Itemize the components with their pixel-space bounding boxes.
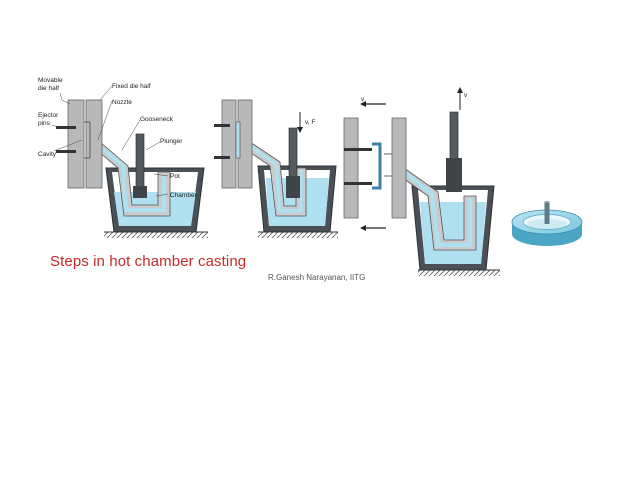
fixed-die-half bbox=[391, 117, 407, 219]
label-v-left: v bbox=[361, 96, 365, 103]
movable-die-half bbox=[343, 117, 359, 219]
label-v-f: v, F bbox=[305, 119, 315, 126]
ejector-pin-bottom bbox=[344, 182, 372, 185]
credit: R.Ganesh Narayanan, IITG bbox=[268, 273, 366, 282]
cavity bbox=[84, 121, 91, 159]
gooseneck bbox=[399, 167, 477, 251]
ejector-pin-bottom bbox=[214, 156, 230, 159]
cast-part-illustration bbox=[511, 201, 583, 246]
label-plunger: Plunger bbox=[160, 138, 183, 145]
leader-cavity bbox=[53, 139, 83, 152]
label-movable-die-half: Movable die half bbox=[38, 77, 64, 92]
sprue bbox=[544, 202, 550, 224]
leader-gooseneck bbox=[121, 119, 141, 151]
ground-hatch bbox=[104, 232, 208, 238]
gooseneck-metal bbox=[249, 144, 303, 213]
movable-die-half bbox=[67, 99, 85, 189]
label-fixed-die-half: Fixed die half bbox=[112, 83, 151, 90]
gooseneck-metal bbox=[402, 170, 472, 247]
plunger bbox=[449, 111, 459, 161]
leader-nozzle bbox=[97, 100, 113, 141]
plunger-head bbox=[133, 186, 147, 198]
die-cavity-edges bbox=[384, 153, 392, 177]
plunger-arrowhead bbox=[297, 127, 303, 133]
leader-movable bbox=[59, 92, 71, 105]
die-open-arrowhead-top bbox=[360, 101, 366, 107]
label-gooseneck: Gooseneck bbox=[140, 116, 174, 123]
gooseneck bbox=[93, 141, 171, 217]
leader-pot bbox=[153, 173, 169, 177]
label-cavity: Cavity bbox=[38, 151, 57, 158]
plunger-up-arrowhead bbox=[457, 87, 463, 93]
caption: Steps in hot chamber casting bbox=[50, 253, 247, 270]
step-2-diagram: v, F bbox=[214, 99, 338, 238]
label-nozzle: Nozzle bbox=[112, 99, 132, 106]
ejector-pin-top bbox=[214, 124, 230, 127]
gooseneck-metal bbox=[101, 147, 166, 212]
plunger bbox=[288, 127, 298, 185]
sprue-top bbox=[544, 201, 550, 203]
leader-plunger bbox=[145, 141, 161, 151]
ejected-casting bbox=[372, 142, 382, 190]
leader-chamber bbox=[155, 193, 169, 197]
plunger bbox=[135, 133, 145, 193]
ground-hatch bbox=[418, 270, 500, 276]
ejector-pin-bottom bbox=[56, 150, 76, 153]
step-3-diagram: v v bbox=[343, 87, 500, 276]
label-chamber: Chamber bbox=[170, 192, 198, 199]
label-ejector-pins: Ejector pins bbox=[38, 112, 60, 127]
fixed-die-half bbox=[85, 99, 103, 189]
leader-ejector bbox=[51, 124, 59, 128]
step-1-diagram: Movable die half Fixed die half Nozzle E… bbox=[38, 77, 208, 238]
ejector-pin-top bbox=[56, 126, 76, 129]
filled-cavity bbox=[235, 121, 241, 159]
label-v-up: v bbox=[464, 92, 468, 99]
leader-fixed bbox=[99, 85, 113, 101]
plunger-head bbox=[446, 158, 462, 192]
movable-die-half bbox=[221, 99, 237, 189]
plunger-head bbox=[286, 176, 300, 198]
label-pot: Pot bbox=[170, 173, 180, 180]
die-open-arrowhead-bottom bbox=[360, 225, 366, 231]
ground-hatch bbox=[258, 232, 338, 238]
ejector-pin-top bbox=[344, 148, 372, 151]
